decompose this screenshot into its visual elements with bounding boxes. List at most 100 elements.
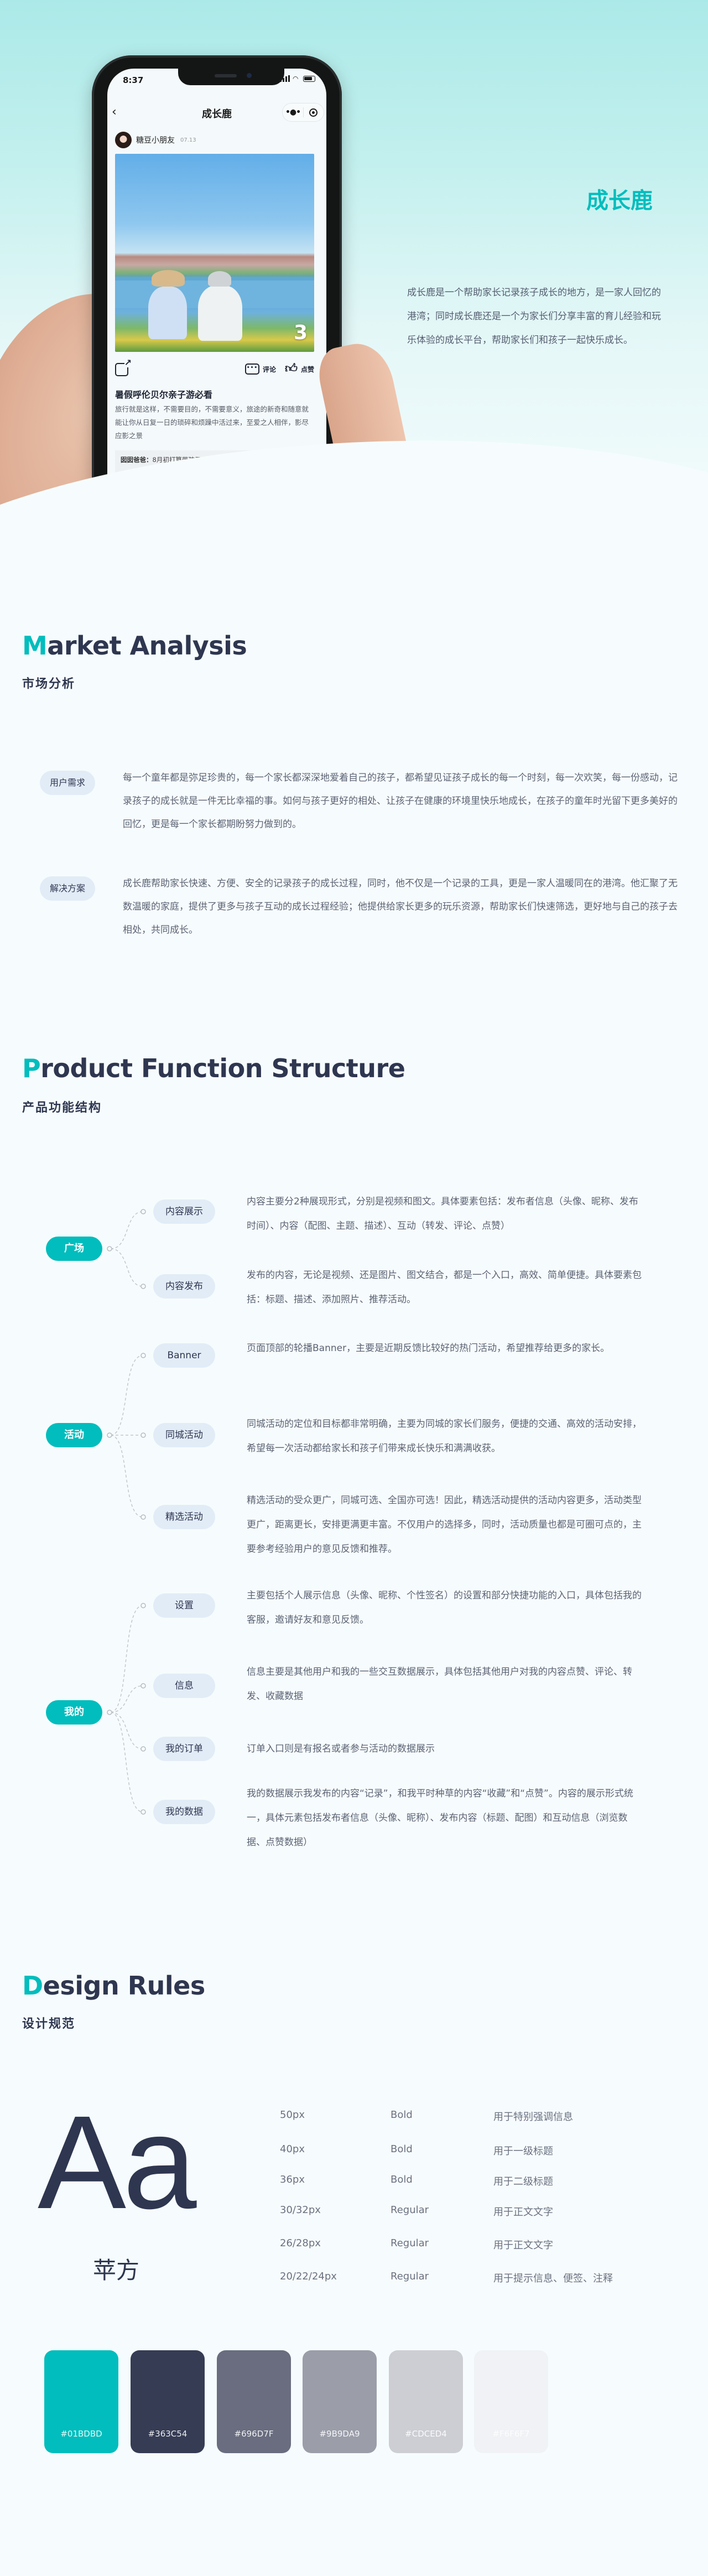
market-title: Market Analysis (22, 631, 247, 661)
desc-content-display: 内容主要分2种展现形式，分别是视频和图文。具体要素包括：发布者信息（头像、昵称、… (247, 1196, 638, 1232)
post-action-group: ••• 评论 👍︎ 点赞 (244, 362, 314, 376)
type-usage: 用于正文文字 (493, 2206, 553, 2218)
photo-boy (198, 271, 242, 341)
node-local-activity: 同城活动 (153, 1423, 215, 1447)
swatch-label: #363C54 (148, 2429, 188, 2439)
status-icons: ◠ (280, 75, 315, 82)
post-date: 07.13 (180, 137, 196, 143)
market-subtitle: 市场分析 (22, 677, 76, 691)
user-needs-tag: 用户需求 (40, 771, 95, 795)
node-featured-activity: 精选活动 (153, 1505, 215, 1529)
type-size: 26/28px (280, 2237, 321, 2249)
brand-title: 成长鹿 (586, 188, 653, 214)
type-usage: 用于正文文字 (493, 2240, 553, 2251)
node-activity: 活动 (46, 1423, 102, 1447)
post-title: 暑假呼伦贝尔亲子游必看 (115, 389, 213, 400)
like-button[interactable]: 点赞 (300, 365, 314, 373)
color-swatch: #696D7F (217, 2350, 291, 2453)
swatch-label: #9B9DA9 (319, 2429, 360, 2439)
color-swatch: #363C54 (131, 2350, 205, 2453)
more-icon[interactable]: •●• (285, 108, 301, 117)
desc-local-activity: 同城活动的定位和目标都非常明确，主要为同城的家长们服务，便捷的交通、高效的活动安… (247, 1419, 642, 1454)
status-time: 8:37 (123, 75, 144, 85)
type-weight: Regular (391, 2271, 429, 2282)
swatch-label: #696D7F (234, 2429, 274, 2439)
speaker-icon (215, 74, 237, 77)
desc-featured-activity: 精选活动的受众更广，同城可选、全国亦可选！因此，精选活动提供的活动内容更多，活动… (247, 1495, 642, 1555)
swatch-label: #CDCED4 (405, 2429, 447, 2439)
signal-icon (280, 75, 290, 82)
user-needs-text: 每一个童年都是弥足珍贵的，每一个家长都深深地爱着自己的孩子，都希望见证孩子成长的… (123, 772, 678, 830)
node-settings: 设置 (153, 1593, 215, 1618)
wifi-icon: ◠ (293, 74, 299, 82)
type-usage: 用于提示信息、便签、注释 (493, 2273, 613, 2284)
post-header: 糖豆小朋友 07.13 (115, 132, 196, 148)
node-mine: 我的 (46, 1700, 102, 1725)
title-rest: roduct Function Structure (40, 1053, 405, 1083)
post-photo[interactable]: 3 (115, 154, 314, 352)
hero-section: 8:37 ◠ ‹ 成长鹿 •●• 糖豆小朋友 07.13 (0, 0, 708, 553)
type-size: 36px (280, 2174, 305, 2185)
share-icon[interactable] (115, 359, 132, 376)
color-swatch: #CDCED4 (389, 2350, 463, 2453)
title-rest: esign Rules (43, 1971, 206, 2001)
design-subtitle: 设计规范 (22, 2017, 76, 2031)
desc-messages: 信息主要是其他用户和我的一些交互数据展示，具体包括其他用户对我的内容点赞、评论、… (247, 1666, 632, 1702)
avatar[interactable] (115, 132, 132, 148)
camera-icon (247, 73, 252, 78)
node-my-data: 我的数据 (153, 1800, 215, 1824)
photo-girl (148, 270, 187, 339)
comment-button[interactable]: 评论 (262, 365, 276, 373)
color-swatch: #9B9DA9 (303, 2350, 377, 2453)
desc-my-data: 我的数据展示我发布的内容“记录”，和我平时种草的内容“收藏”和“点赞”。内容的展… (247, 1788, 633, 1848)
nav-title: 成长鹿 (202, 108, 232, 120)
comment-user: 囡囡爸爸： (121, 456, 153, 464)
type-usage: 用于一级标题 (493, 2146, 553, 2157)
title-accent-letter: M (22, 631, 48, 661)
title-rest: arket Analysis (47, 631, 247, 661)
desc-my-orders: 订单入口则是有报名或者参与活动的数据展示 (247, 1743, 435, 1754)
node-plaza: 广场 (46, 1237, 102, 1261)
color-swatch: #F6F6F7 (474, 2350, 548, 2453)
desc-settings: 主要包括个人展示信息（头像、昵称、个性签名）的设置和部分快捷功能的入口，具体包括… (247, 1590, 642, 1625)
phone-screen: 8:37 ◠ ‹ 成长鹿 •●• 糖豆小朋友 07.13 (107, 69, 326, 506)
mini-program-navbar: ‹ 成长鹿 •●• (107, 102, 326, 124)
close-target-icon[interactable] (304, 108, 324, 117)
type-weight: Bold (391, 2143, 413, 2155)
type-weight: Bold (391, 2109, 413, 2121)
type-weight: Regular (391, 2237, 429, 2249)
post-username[interactable]: 糖豆小朋友 (136, 136, 175, 145)
type-usage: 用于特别强调信息 (493, 2111, 573, 2123)
thumbs-up-icon[interactable]: 👍︎ (284, 362, 298, 376)
title-accent-letter: P (22, 1053, 41, 1083)
font-name: 苹方 (93, 2257, 140, 2284)
solution-tag: 解决方案 (40, 876, 95, 901)
node-my-orders: 我的订单 (153, 1737, 215, 1761)
color-swatch: #01BDBD (44, 2350, 118, 2453)
photo-count: 3 (293, 321, 308, 344)
back-icon[interactable]: ‹ (112, 105, 117, 119)
battery-icon (303, 75, 315, 82)
node-banner: Banner (153, 1343, 215, 1368)
swatch-label: #01BDBD (60, 2429, 102, 2439)
node-messages: 信息 (153, 1674, 215, 1698)
type-size: 30/32px (280, 2204, 321, 2216)
capsule-divider (303, 107, 304, 117)
type-weight: Regular (391, 2204, 429, 2216)
type-size: 50px (280, 2109, 305, 2121)
title-accent-letter: D (22, 1971, 43, 2001)
capsule-menu: •●• (282, 103, 324, 122)
type-size: 20/22/24px (280, 2271, 337, 2282)
font-sample: Aa (38, 2088, 197, 2236)
phone-notch (178, 69, 284, 85)
desc-banner: 页面顶部的轮播Banner，主要是近期反馈比较好的热门活动，希望推荐给更多的家长… (247, 1343, 610, 1354)
type-size: 40px (280, 2143, 305, 2155)
node-content-display: 内容展示 (153, 1199, 215, 1224)
design-title: Design Rules (22, 1971, 205, 2001)
post-actions: ••• 评论 👍︎ 点赞 (115, 359, 314, 378)
structure-title: Product Function Structure (22, 1053, 405, 1083)
brand-description: 成长鹿是一个帮助家长记录孩子成长的地方，是一家人回忆的港湾；同时成长鹿还是一个为… (407, 287, 661, 346)
structure-subtitle: 产品功能结构 (22, 1101, 102, 1115)
comment-icon[interactable]: ••• (244, 363, 259, 375)
solution-text: 成长鹿帮助家长快速、方便、安全的记录孩子的成长过程，同时，他不仅是一个记录的工具… (123, 878, 678, 936)
